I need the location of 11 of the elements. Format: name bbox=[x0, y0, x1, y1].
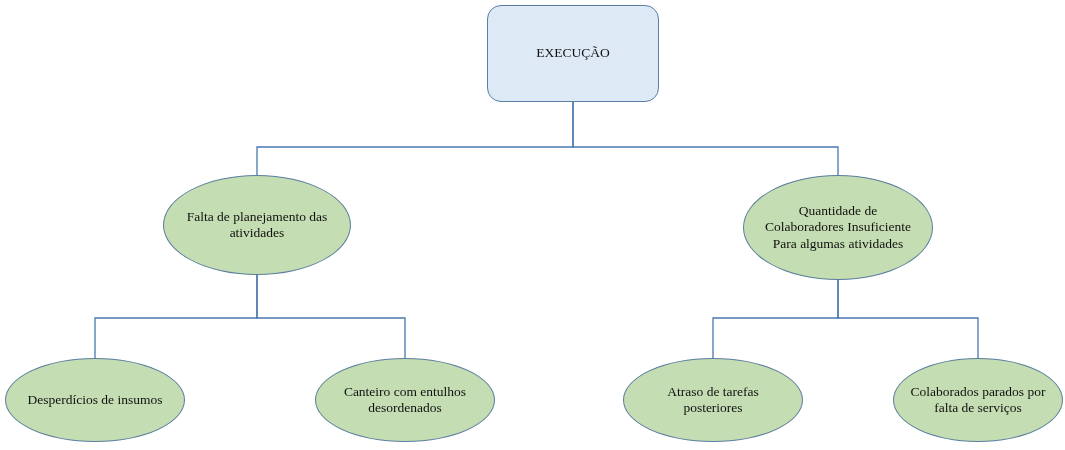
connector-line bbox=[837, 279, 979, 359]
node-text: EXECUÇÃO bbox=[536, 45, 610, 62]
node-text: Falta de planejamento das atividades bbox=[185, 208, 329, 242]
node-text: Atraso de tarefas posteriores bbox=[666, 383, 760, 417]
connector-line bbox=[256, 274, 406, 359]
node-text: Colaborados parados por falta de serviços bbox=[909, 383, 1047, 417]
node-text: Canteiro com entulhos desordenados bbox=[342, 383, 468, 417]
connector-line bbox=[572, 101, 839, 176]
rounded-box bbox=[487, 5, 659, 102]
node-text: Desperdícios de insumos bbox=[27, 391, 163, 409]
node-text: Quantidade de Colaboradores Insuficiente Para algumas atividades bbox=[764, 203, 912, 252]
